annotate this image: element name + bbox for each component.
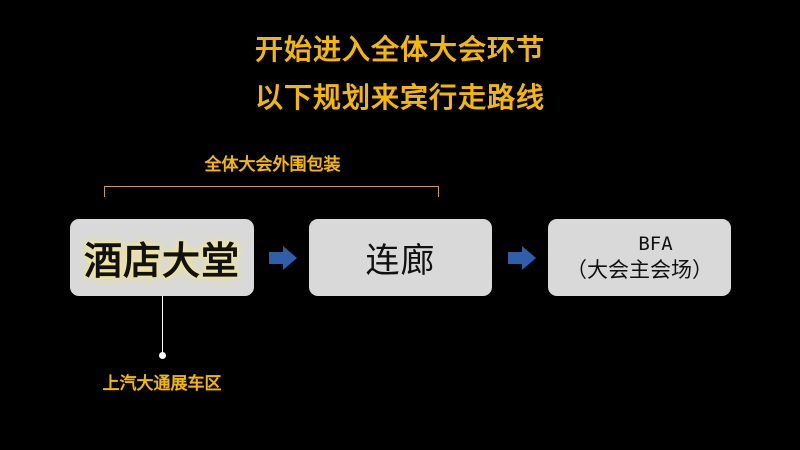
- bottom-label: 上汽大通展车区: [102, 374, 222, 394]
- right-arrow-icon: [269, 246, 297, 270]
- step-bfa-label: BFA: [638, 232, 673, 255]
- bracket-label: 全体大会外围包装: [204, 155, 341, 175]
- right-arrow-icon: [508, 246, 536, 270]
- step-corridor: 连廊: [309, 219, 492, 296]
- step-bfa-main-venue: BFA （大会主会场）: [548, 219, 731, 296]
- step-hotel-lobby: 酒店大堂: [70, 219, 254, 296]
- connector-line: [162, 296, 163, 355]
- step-main-venue-label: （大会主会场）: [566, 257, 713, 282]
- title-line-2: 以下规划来宾行走路线: [254, 81, 545, 114]
- right-arrow-icon: [269, 246, 297, 270]
- step-corridor-label: 连廊: [365, 241, 436, 281]
- connector-dot: [159, 352, 166, 359]
- bracket-line: [104, 186, 439, 197]
- step-hotel-lobby-label: 酒店大堂: [83, 239, 240, 283]
- right-arrow-icon: [508, 246, 536, 270]
- title-line-1: 开始进入全体大会环节: [254, 33, 545, 66]
